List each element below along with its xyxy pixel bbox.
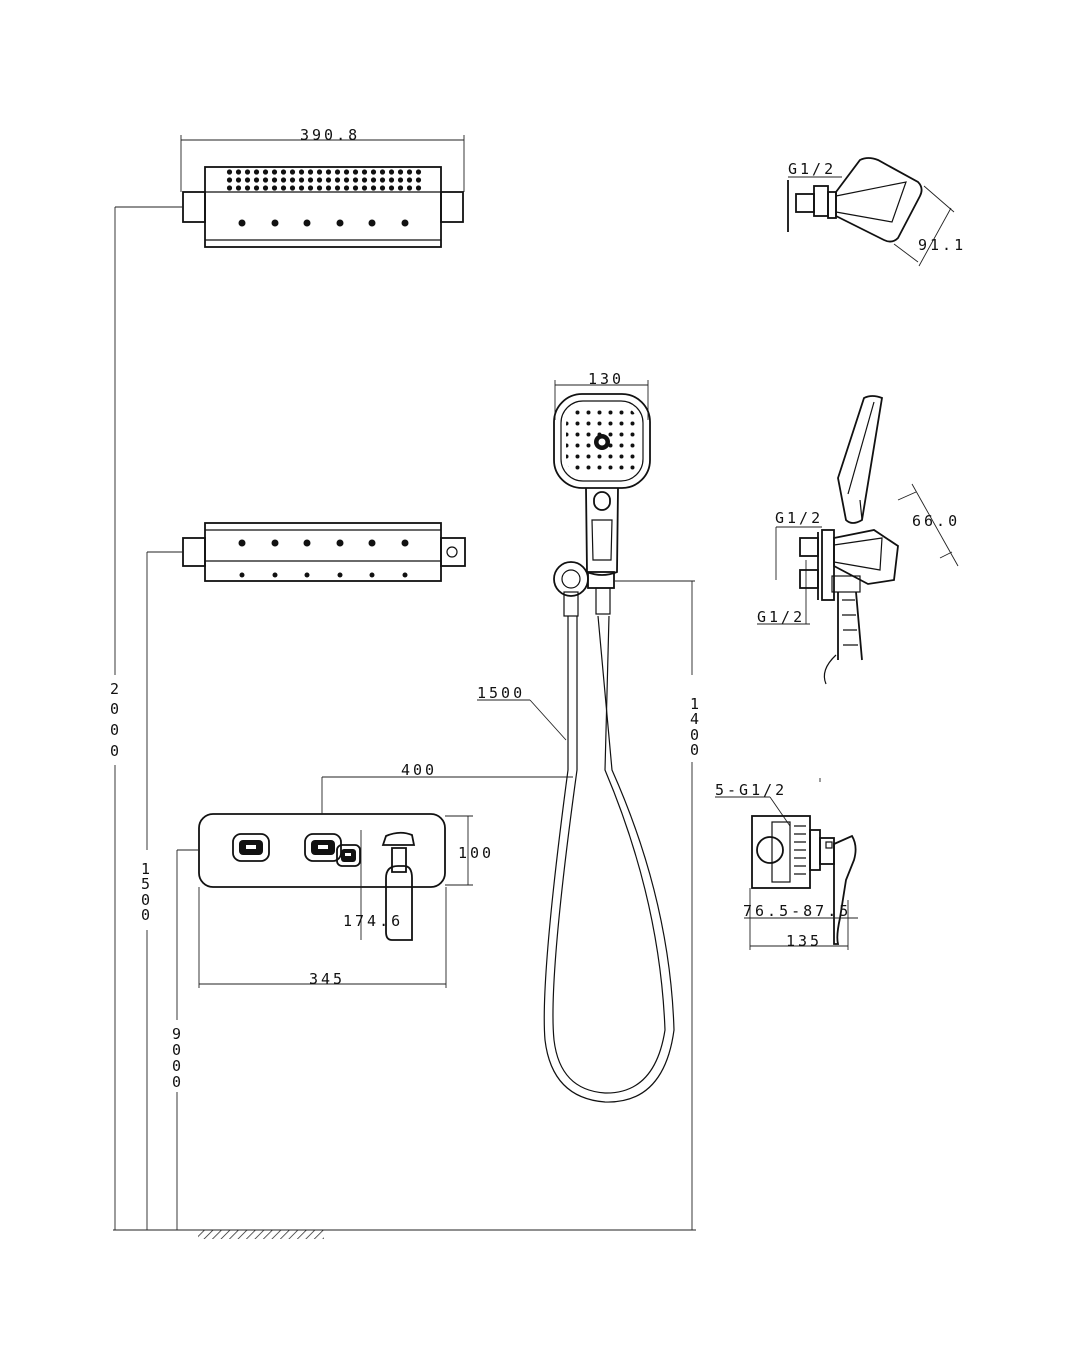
dim-valve-135: 135 bbox=[786, 932, 822, 950]
dim-height-1500: 1 5 0 0 bbox=[141, 860, 153, 924]
svg-text:0: 0 bbox=[172, 1057, 184, 1075]
top-shower-bar bbox=[180, 135, 465, 248]
dim-valve-inlets: 5-G1/2 bbox=[715, 781, 787, 799]
height-dimension-lines bbox=[113, 206, 696, 1239]
spray-nozzle-grid bbox=[224, 168, 424, 191]
diverter-button-1 bbox=[232, 833, 270, 862]
svg-text:0: 0 bbox=[141, 891, 153, 909]
svg-text:5: 5 bbox=[141, 875, 153, 893]
dim-valve-depth-range: 76.5-87.5 bbox=[743, 902, 851, 920]
dim-lever-174: 174.6 bbox=[343, 912, 403, 930]
svg-text:2: 2 bbox=[110, 680, 122, 698]
side-view-holder bbox=[757, 395, 959, 685]
dim-g12-holder-lower: G1/2 bbox=[757, 608, 805, 626]
svg-text:0: 0 bbox=[172, 1041, 184, 1059]
svg-text:0: 0 bbox=[690, 726, 702, 744]
dim-top-bar-width: 390.8 bbox=[300, 126, 360, 144]
svg-text:0: 0 bbox=[110, 721, 122, 739]
floor-hatch bbox=[198, 1230, 324, 1239]
dim-height-1400: 1 4 0 0 bbox=[690, 695, 702, 759]
hand-shower-assembly bbox=[477, 380, 695, 1230]
side-view-valve bbox=[715, 778, 858, 950]
dim-g12-top: G1/2 bbox=[788, 160, 836, 178]
mixer-lever-handle bbox=[381, 831, 416, 941]
svg-text:1: 1 bbox=[690, 695, 702, 713]
dim-hose-length: 1500 bbox=[477, 684, 525, 702]
svg-text:0: 0 bbox=[172, 1073, 184, 1091]
mixer-valve-panel bbox=[198, 776, 573, 988]
dim-depth-66: 66.0 bbox=[912, 512, 960, 530]
svg-text:0: 0 bbox=[141, 906, 153, 924]
diverter-button-3 bbox=[336, 844, 361, 867]
svg-text:9: 9 bbox=[172, 1025, 184, 1043]
dim-g12-holder-upper: G1/2 bbox=[775, 509, 823, 527]
svg-text:4: 4 bbox=[690, 710, 702, 728]
dim-panel-height: 100 bbox=[458, 844, 494, 862]
dim-panel-width: 345 bbox=[309, 970, 345, 988]
svg-text:0: 0 bbox=[110, 742, 122, 760]
middle-shower-bar bbox=[182, 522, 466, 582]
svg-text:0: 0 bbox=[110, 700, 122, 718]
diverter-button-2 bbox=[304, 833, 342, 862]
side-view-top-shower bbox=[787, 157, 955, 267]
dim-hand-shower-width: 130 bbox=[588, 370, 624, 388]
dim-depth-91: 91.1 bbox=[918, 236, 966, 254]
dim-height-9000: 9 0 0 0 bbox=[172, 1025, 184, 1091]
bar-jet-dots bbox=[238, 219, 409, 227]
svg-text:1: 1 bbox=[141, 860, 153, 878]
dim-offset-400: 400 bbox=[401, 761, 437, 779]
svg-text:0: 0 bbox=[690, 741, 702, 759]
dim-height-2000: 2 0 0 0 bbox=[110, 680, 122, 760]
